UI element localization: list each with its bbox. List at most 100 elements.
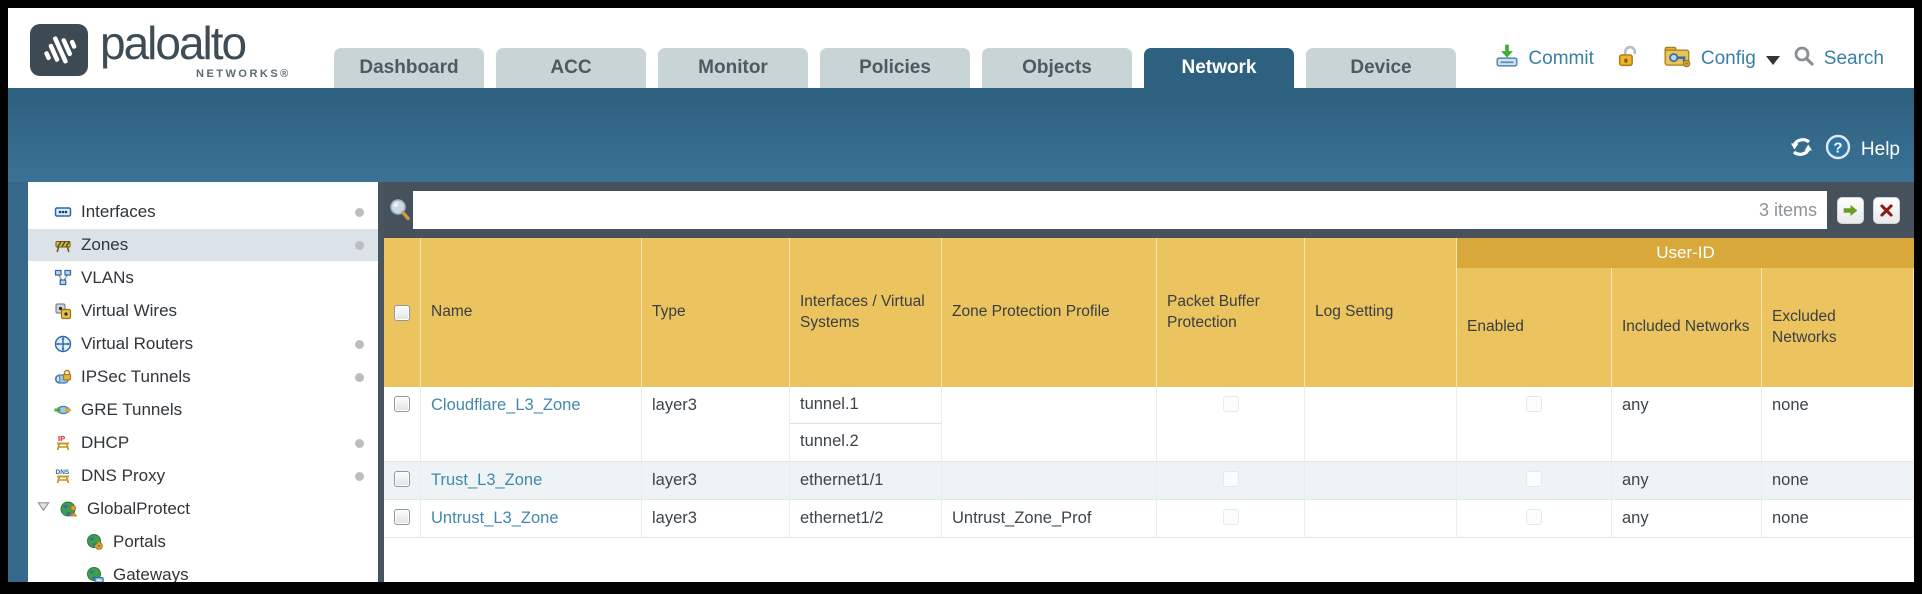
tab-acc[interactable]: ACC (496, 48, 646, 88)
included-networks: any (1612, 500, 1762, 537)
userid-group-header: User-ID (1457, 238, 1914, 268)
svg-text:DNS: DNS (56, 469, 70, 476)
sidebar-item-zones[interactable]: Zones (28, 229, 378, 261)
interface-entry: tunnel.1 (790, 387, 941, 424)
tab-monitor[interactable]: Monitor (658, 48, 808, 88)
column-header-excluded-networks[interactable]: Excluded Networks (1762, 238, 1914, 387)
column-header-log-setting[interactable]: Log Setting (1305, 238, 1457, 387)
sidebar-item-label: Zones (81, 235, 129, 254)
column-header-type[interactable]: Type (642, 238, 790, 387)
column-header-zone-protection-profile[interactable]: Zone Protection Profile (942, 238, 1157, 387)
log-setting (1305, 500, 1457, 537)
apply-filter-button[interactable] (1837, 197, 1864, 224)
interfaces-icon (54, 203, 72, 221)
sidebar-item-label: IPSec Tunnels (81, 367, 191, 386)
sidebar-item-label: DNS Proxy (81, 466, 166, 485)
zone-name-link[interactable]: Cloudflare_L3_Zone (431, 396, 581, 414)
sidebar-item-label: Portals (113, 532, 166, 551)
interface-entry: tunnel.2 (800, 432, 859, 450)
column-header-interfaces[interactable]: Interfaces / Virtual Systems (790, 238, 942, 387)
sidebar-item-gre-tunnels[interactable]: GRE Tunnels (28, 394, 378, 426)
config-icon (1663, 43, 1693, 74)
sidebar-resize-splitter[interactable] (378, 182, 384, 582)
filter-search-icon (388, 198, 412, 229)
sidebar-item-globalprotect[interactable]: GlobalProtect (28, 493, 378, 525)
packet-buffer-checkbox (1222, 509, 1239, 525)
tab-network[interactable]: Network (1144, 48, 1294, 88)
sidebar-item-gateways[interactable]: Gateways (28, 559, 378, 582)
excluded-networks: none (1762, 462, 1914, 499)
left-gutter (8, 182, 28, 582)
brand-networks-label: NETWORKS® (196, 68, 291, 80)
filter-input-wrap: 3 items (413, 191, 1827, 229)
globalprotect-icon (60, 500, 78, 518)
sidebar-item-label: VLANs (81, 268, 134, 287)
status-dot (355, 471, 364, 481)
search-icon (1792, 44, 1816, 73)
tab-policies[interactable]: Policies (820, 48, 970, 88)
sidebar-item-interfaces[interactable]: Interfaces (28, 196, 378, 228)
sidebar-item-virtual-wires[interactable]: Virtual Wires (28, 295, 378, 327)
zone-type: layer3 (642, 387, 790, 461)
gateways-icon (86, 566, 104, 582)
commit-icon (1494, 43, 1520, 74)
sidebar-item-dns-proxy[interactable]: DNS DNS Proxy (28, 460, 378, 492)
help-label[interactable]: Help (1860, 138, 1900, 160)
sidebar-item-virtual-routers[interactable]: Virtual Routers (28, 328, 378, 360)
zones-icon (54, 236, 72, 254)
lock-icon[interactable] (1616, 44, 1641, 74)
portals-icon (86, 533, 104, 551)
main-tabs: Dashboard ACC Monitor Policies Objects N… (334, 48, 1456, 88)
zone-name-link[interactable]: Trust_L3_Zone (431, 471, 543, 489)
tab-device[interactable]: Device (1306, 48, 1456, 88)
tab-dashboard[interactable]: Dashboard (334, 48, 484, 88)
status-dot (355, 207, 364, 217)
svg-text:?: ? (1833, 140, 1842, 157)
row-checkbox[interactable] (394, 396, 410, 412)
app-window: paloalto NETWORKS® Dashboard ACC Monitor… (8, 8, 1914, 582)
packet-buffer-checkbox (1222, 471, 1239, 487)
help-icon[interactable]: ? (1825, 134, 1851, 165)
sidebar-item-label: Interfaces (81, 202, 156, 221)
row-checkbox[interactable] (394, 471, 410, 487)
refresh-icon[interactable] (1788, 135, 1815, 164)
row-checkbox[interactable] (394, 509, 410, 525)
clear-filter-button[interactable] (1873, 197, 1900, 224)
zone-interfaces: ethernet1/2 (790, 500, 942, 537)
excluded-networks: none (1762, 387, 1914, 461)
sidebar-item-vlans[interactable]: VLANs (28, 262, 378, 294)
column-header-enabled[interactable]: Enabled (1457, 238, 1612, 387)
included-networks: any (1612, 462, 1762, 499)
zone-name-link[interactable]: Untrust_L3_Zone (431, 509, 559, 527)
sidebar-item-label: GlobalProtect (87, 499, 190, 518)
zone-protection-profile (942, 387, 1157, 461)
filter-input[interactable] (413, 191, 1759, 229)
sidebar-item-ipsec-tunnels[interactable]: IPSec Tunnels (28, 361, 378, 393)
status-dot (355, 438, 364, 448)
column-header-packet-buffer-protection[interactable]: Packet Buffer Protection (1157, 238, 1305, 387)
status-dot (355, 372, 364, 382)
sidebar-item-portals[interactable]: Portals (28, 526, 378, 558)
zone-protection-profile: Untrust_Zone_Prof (942, 500, 1157, 537)
select-all-checkbox[interactable] (394, 304, 410, 321)
sidebar-item-label: DHCP (81, 433, 130, 452)
network-sidebar: Interfaces Zones (28, 182, 378, 582)
search-button[interactable]: Search (1823, 47, 1884, 69)
commit-button[interactable]: Commit (1528, 47, 1594, 69)
userid-enabled-checkbox (1526, 509, 1542, 525)
sidebar-item-dhcp[interactable]: IP DHCP (28, 427, 378, 459)
config-button[interactable]: Config (1700, 47, 1756, 69)
expander-triangle-icon[interactable] (36, 499, 51, 519)
column-header-included-networks[interactable]: Included Networks (1612, 238, 1762, 387)
table-row: Trust_L3_Zone layer3 ethernet1/1 any non… (384, 462, 1914, 500)
gre-tunnels-icon (54, 401, 72, 419)
column-header-name[interactable]: Name (421, 238, 642, 387)
tab-objects[interactable]: Objects (982, 48, 1132, 88)
vlans-icon (54, 269, 72, 287)
sidebar-item-label: Virtual Wires (81, 301, 178, 320)
table-row: Cloudflare_L3_Zone layer3 tunnel.1 tunne… (384, 387, 1914, 462)
included-networks: any (1612, 387, 1762, 461)
zones-table-header: User-ID Name Type Interfaces / Virtual S… (384, 238, 1914, 387)
status-dot (355, 240, 364, 250)
config-caret-down-icon[interactable] (1765, 56, 1780, 65)
